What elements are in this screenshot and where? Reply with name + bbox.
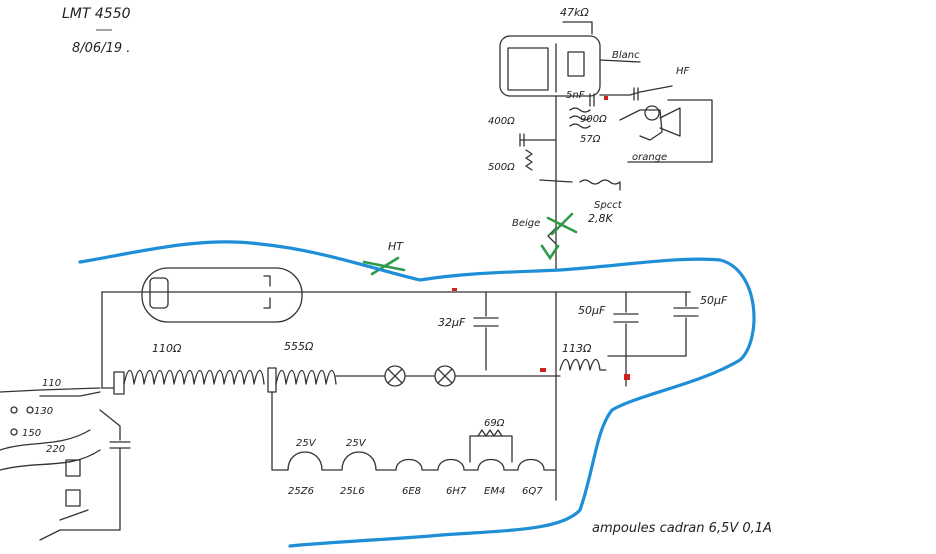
- tap-110: [26, 406, 34, 414]
- c-32-label: 32μF: [438, 316, 466, 329]
- r-69-shunt: [469, 435, 513, 463]
- green-cross-1: [546, 212, 578, 236]
- green-check: [540, 244, 560, 261]
- green-cross-ht: [362, 256, 406, 276]
- r-113-label: 113Ω: [562, 342, 592, 355]
- tube-6q7-label: 6Q7: [522, 486, 543, 497]
- rectifier-tube: [141, 267, 303, 323]
- tube-6h7-label: 6H7: [446, 486, 467, 497]
- r-top-label: 47kΩ: [560, 6, 589, 19]
- r-69-label: 69Ω: [484, 418, 505, 429]
- cap-32: [473, 291, 499, 371]
- mains-line: [0, 387, 101, 393]
- blanc-lead: [599, 59, 641, 63]
- beige-label: Beige: [512, 218, 540, 229]
- hf-label: HF: [676, 66, 690, 77]
- solder-mark: [604, 96, 608, 100]
- c-5nf-label: 5nF: [566, 90, 585, 101]
- dial-lamp-1-cross: [387, 368, 403, 384]
- mains-cap: [59, 409, 131, 531]
- tube-6e8-label: 6E8: [402, 486, 421, 497]
- filament-resistor-555: [275, 369, 337, 385]
- plate-feed: [539, 179, 573, 271]
- output-transformer-loop: [627, 99, 713, 163]
- tap-130: [10, 406, 18, 414]
- dial-lamp-2: [434, 365, 456, 387]
- resistor-tap: [267, 367, 277, 393]
- heater-drop: [271, 391, 289, 471]
- v-130-label: 130: [34, 406, 53, 417]
- r-400-label: 400Ω: [488, 116, 515, 127]
- v-110-label: 110: [42, 378, 61, 389]
- r-top-alt-label: Blanc: [612, 50, 640, 61]
- model-label: LMT 4550: [62, 6, 131, 22]
- coil-900-label: 900Ω: [580, 114, 607, 125]
- tap-150: [10, 428, 18, 436]
- ht-label: HT: [388, 240, 404, 253]
- v-150-label: 150: [22, 428, 41, 439]
- hf-lead: [599, 85, 673, 96]
- v-25a-label: 25V: [296, 438, 317, 449]
- filament-resistor-110: [123, 369, 265, 385]
- speaker-frame: [619, 109, 663, 141]
- tube-top-grid: [567, 51, 585, 77]
- r-500-label: 500Ω: [488, 162, 515, 173]
- rectifier-filament-a: [149, 277, 169, 309]
- switch-box-1: [65, 459, 81, 477]
- switch-box-2: [65, 489, 81, 507]
- heater-chain: [287, 451, 557, 471]
- r-500: [525, 149, 533, 171]
- coil-57-label: 57Ω: [580, 134, 601, 145]
- r-69: [477, 429, 503, 437]
- r-2k8-label: 2,8K: [588, 212, 613, 225]
- r-555-label: 555Ω: [284, 340, 314, 353]
- tube-25z6-label: 25Z6: [288, 486, 314, 497]
- mains-strap: [39, 391, 101, 397]
- footer-note: ampoules cadran 6,5V 0,1A: [592, 521, 772, 536]
- orange-label: orange: [632, 152, 667, 163]
- beige-lead: [547, 227, 557, 245]
- c-50b-label: 50μF: [700, 294, 728, 307]
- tube-em4-label: EM4: [484, 486, 505, 497]
- tube-top: [499, 35, 601, 97]
- cap-50b: [607, 291, 699, 357]
- selector-leads: [0, 429, 101, 471]
- rectifier-anode: [263, 275, 271, 309]
- dial-lamp-2-cross: [437, 368, 453, 384]
- power-switch: [39, 509, 89, 541]
- dial-lamp-1: [384, 365, 406, 387]
- v-220-label: 220: [46, 444, 65, 455]
- coil-900: [569, 107, 591, 129]
- speaker-icon: [644, 105, 681, 137]
- solder-mark-4: [540, 368, 546, 372]
- cap-50a: [613, 291, 639, 357]
- solder-mark-2: [452, 288, 457, 291]
- coil-bottom: [579, 179, 621, 191]
- grid-network: [519, 95, 557, 181]
- r-2k8-name: Spcct: [594, 200, 623, 211]
- solder-mark-3: [624, 374, 630, 380]
- v-25b-label: 25V: [346, 438, 367, 449]
- tube-25l6-label: 25L6: [340, 486, 365, 497]
- date-label: 8/06/19 .: [72, 41, 130, 56]
- filament-block: [113, 371, 125, 395]
- blue-highlight-outline: [78, 240, 756, 548]
- top-lead: [562, 21, 593, 35]
- r-110-label: 110Ω: [152, 342, 182, 355]
- resistor-113: [559, 358, 607, 371]
- tube-top-electrode: [507, 47, 549, 91]
- c-50a-label: 50μF: [578, 304, 606, 317]
